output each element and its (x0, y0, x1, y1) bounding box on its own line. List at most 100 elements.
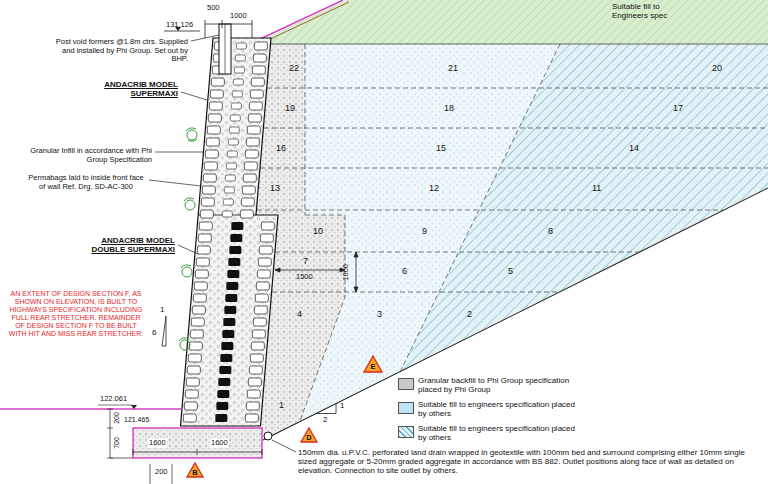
crib-member (245, 414, 258, 422)
crib-member (222, 211, 232, 217)
crib-member (207, 126, 220, 134)
zone-number: 1 (279, 400, 284, 410)
level-text: 131.126 (166, 21, 193, 30)
crib-member (234, 67, 244, 73)
zone-number: 13 (270, 183, 280, 193)
level-text: 122.061 (100, 395, 127, 404)
dimension-text: 700 (113, 437, 121, 449)
zone-number: 12 (429, 183, 439, 193)
zone-number: 11 (592, 183, 601, 193)
crib-member (202, 186, 215, 194)
zone-number: 10 (313, 226, 323, 236)
crib-member (203, 174, 216, 182)
model-label: ANDACRIB MODEL DOUBLE SUPERMAXI (70, 236, 175, 254)
crib-member (247, 126, 260, 134)
legend-text: Granular backfill to Phi Group specifica… (418, 376, 578, 394)
crib-member (250, 354, 263, 362)
zone-number: 8 (548, 226, 553, 236)
triangle-letter: B (186, 469, 204, 477)
crib-member (199, 222, 212, 230)
zone-number: 14 (629, 143, 639, 153)
zone-number: 2 (467, 309, 472, 319)
crib-member (227, 151, 237, 157)
zone-number: 19 (285, 103, 295, 113)
triangle-letter: E (363, 363, 383, 371)
legend-text: Suitable fill to engineers specification… (418, 424, 578, 442)
crib-member (261, 222, 274, 230)
dimension-text: 1600 (148, 439, 167, 448)
crib-member (224, 306, 236, 314)
crib-member (183, 414, 196, 422)
crib-member (236, 43, 246, 49)
crib-member (226, 282, 238, 290)
crib-member (251, 342, 264, 350)
crib-member (201, 198, 214, 206)
dimension-text: 1000 (230, 12, 247, 21)
zone-number: 22 (289, 63, 299, 73)
dimension-text: 500 (207, 4, 220, 13)
crib-member (185, 390, 198, 398)
crib-member (233, 79, 243, 85)
slope-text: 1 (160, 305, 164, 314)
crib-member (186, 378, 199, 386)
crib-member (219, 366, 231, 374)
slope-text: 2 (323, 415, 327, 424)
crib-member (216, 402, 228, 410)
crib-member (246, 138, 259, 146)
crib-member (198, 234, 211, 242)
crib-member (215, 414, 227, 422)
warning-note: AN EXTENT OF DESIGN SECTION F, AS SHOWN … (6, 290, 146, 338)
crib-member (184, 402, 197, 410)
legend-swatch (398, 426, 414, 438)
crib-member (225, 175, 235, 181)
zone-number: 16 (276, 143, 286, 153)
crib-member (228, 258, 240, 266)
crib-member (231, 222, 243, 230)
crib-member (230, 115, 240, 121)
dimension-text: 1500 (296, 273, 313, 282)
zone-number: 3 (377, 309, 382, 319)
crib-member (226, 163, 236, 169)
zone-number: 21 (448, 63, 458, 73)
note-text: Granular Infill in accordance with Phi G… (14, 147, 152, 164)
model-label: ANDACRIB MODEL SUPERMAXI (98, 80, 178, 98)
warning-triangle: E (363, 355, 383, 373)
crib-member (217, 390, 229, 398)
zone-number: 5 (508, 266, 513, 276)
crib-member (254, 306, 267, 314)
crib-member (188, 354, 201, 362)
crib-member (235, 55, 245, 61)
crib-member (259, 246, 272, 254)
crib-member (194, 282, 207, 290)
triangle-letter: D (300, 434, 318, 442)
crib-member (251, 78, 264, 86)
legend-swatch (398, 378, 414, 390)
crib-member (220, 354, 232, 362)
crib-member (255, 294, 268, 302)
crib-member (252, 66, 265, 74)
zone-number: 7 (303, 256, 308, 266)
crib-member (228, 139, 238, 145)
note-text: Post void formers @1.8m ctrs. Supplied a… (48, 38, 188, 64)
crib-member (258, 258, 271, 266)
crib-member (221, 342, 233, 350)
crib-member (189, 342, 202, 350)
slope-text: 1 (340, 401, 344, 410)
crib-member (191, 318, 204, 326)
crib-member (197, 246, 210, 254)
crib-member (210, 90, 223, 98)
legend-swatch (398, 402, 414, 414)
crib-member (243, 174, 256, 182)
crib-member (192, 306, 205, 314)
crib-member (256, 282, 269, 290)
crib-member (190, 330, 203, 338)
crib-member (227, 270, 239, 278)
crib-member (245, 150, 258, 158)
dimension-text: 200 (155, 468, 168, 477)
slope-text: 6 (152, 328, 156, 337)
crib-member (205, 150, 218, 158)
crib-member (230, 234, 242, 242)
crib-member (254, 42, 267, 50)
crib-member (232, 91, 242, 97)
dimension-text: 200 (113, 412, 121, 424)
